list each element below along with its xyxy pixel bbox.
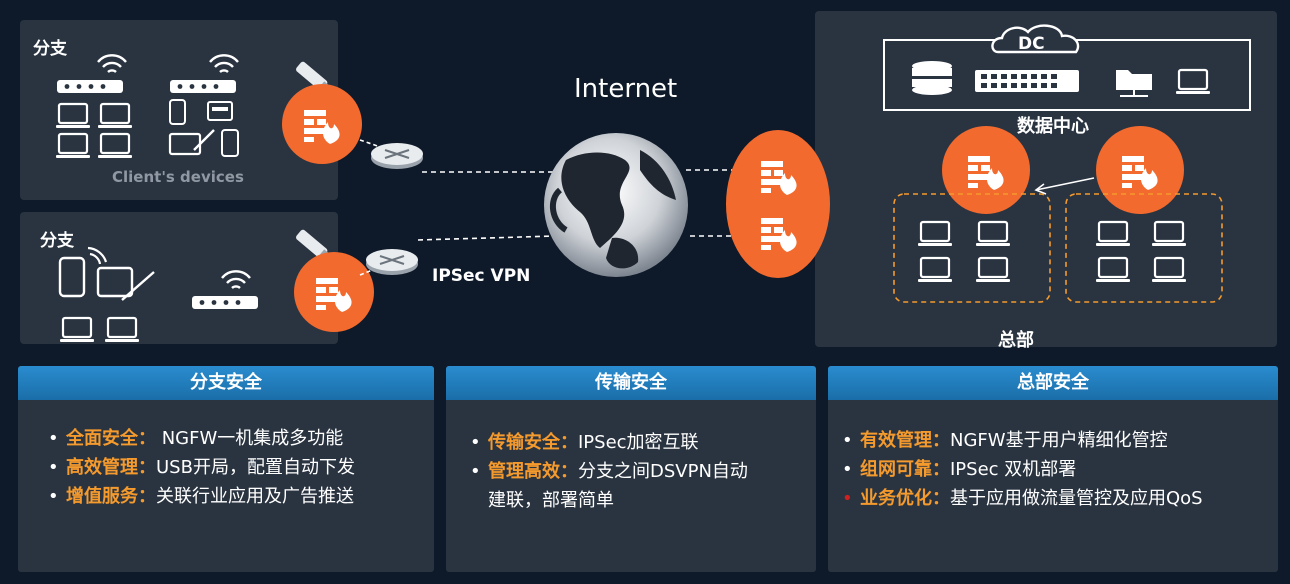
laptop-icon [1094,220,1132,248]
router-icon [365,248,419,276]
list-item: •传输安全：IPSec加密互联 [470,432,699,453]
list-item: •增值服务：关联行业应用及广告推送 [48,486,354,507]
client-devices-label: Client's devices [112,168,244,186]
wifi-icon [208,54,240,74]
internet-globe-icon [544,133,688,277]
wifi-icon [220,270,252,290]
laptop-icon [916,256,954,284]
access-point-icon [57,80,123,93]
database-icon [912,61,952,95]
ipsec-vpn-label: IPSec VPN [432,266,531,286]
card-branch-security: 分支安全 •全面安全： NGFW一机集成多功能 •高效管理：USB开局，配置自动… [18,366,434,572]
list-item: •业务优化：基于应用做流量管控及应用QoS [842,488,1203,509]
mobile-devices-icon [168,99,239,157]
feature-list: •有效管理：NGFW基于用户精细化管控 •组网可靠：IPSec 双机部署 •业务… [842,426,1203,513]
hq-edge-firewall [726,130,830,278]
laptop-icon [96,102,134,130]
laptop-icon [1150,256,1188,284]
cloud-icon [991,24,1080,54]
laptop-icon [974,220,1012,248]
dc-label: DC [1018,34,1045,54]
card-hq-security: 总部安全 •有效管理：NGFW基于用户精细化管控 •组网可靠：IPSec 双机部… [828,366,1278,572]
list-item: •管理高效：分支之间DSVPN自动 [470,461,748,482]
wifi-icon [96,54,128,74]
branch-label-top: 分支 [33,39,67,59]
branch-label-bottom: 分支 [40,231,74,251]
access-point-icon [170,80,236,93]
hq-zone-left [893,193,1051,303]
vpn-tunnel-bottom [417,235,557,241]
card-title: 传输安全 [446,366,816,400]
hq-label: 总部 [998,330,1034,351]
access-point-icon [192,296,258,309]
laptop-icon [1094,256,1132,284]
laptop-icon [103,316,141,344]
ha-sync-arrow [1034,177,1095,195]
laptop-icon [916,220,954,248]
feature-list: •传输安全：IPSec加密互联 •管理高效：分支之间DSVPN自动 建联，部署简… [470,428,748,515]
list-item-continuation: 建联，部署简单 [488,490,614,511]
internet-label: Internet [574,74,678,104]
switch-icon [975,70,1079,92]
router-icon [370,142,424,170]
branch-panel-bottom [20,212,338,344]
list-item: •全面安全： NGFW一机集成多功能 [48,428,344,449]
laptop-icon [58,316,96,344]
card-title: 分支安全 [18,366,434,400]
tablet-device-icons [58,246,155,301]
laptop-icon [1150,220,1188,248]
datacenter-label: 数据中心 [1017,116,1089,137]
card-title: 总部安全 [828,366,1278,400]
laptop-icon [54,102,92,130]
headquarters-panel [815,11,1277,347]
feature-list: •全面安全： NGFW一机集成多功能 •高效管理：USB开局，配置自动下发 •增… [48,424,355,511]
hq-zone-right [1065,193,1223,303]
card-transport-security: 传输安全 •传输安全：IPSec加密互联 •管理高效：分支之间DSVPN自动 建… [446,366,816,572]
laptop-icon [96,132,134,160]
folder-network-icon [1116,70,1152,97]
laptop-icon [1174,68,1212,96]
list-item: •有效管理：NGFW基于用户精细化管控 [842,430,1168,451]
laptop-icon [54,132,92,160]
laptop-icon [974,256,1012,284]
list-item: •高效管理：USB开局，配置自动下发 [48,457,355,478]
list-item: •组网可靠：IPSec 双机部署 [842,459,1077,480]
